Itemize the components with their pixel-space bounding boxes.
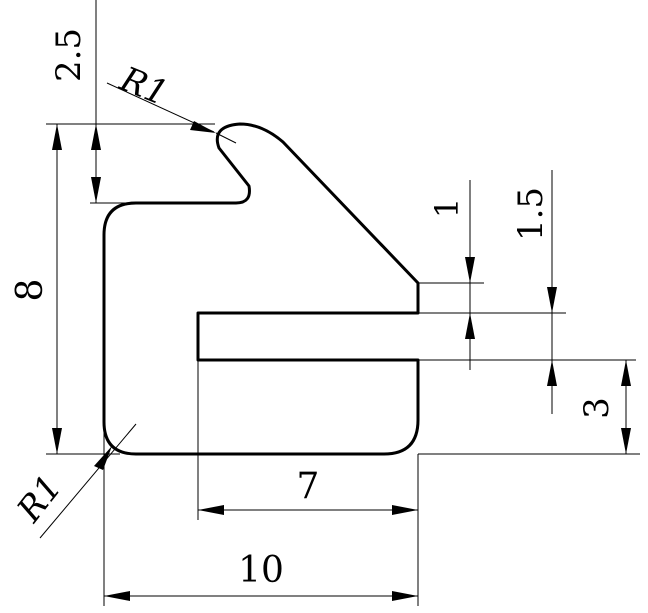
dim-top-gap: 2.5: [49, 0, 136, 204]
dim-radius-top: R1: [106, 59, 237, 144]
dim-slot-bottom: 3: [418, 360, 640, 455]
dim-total-height: 8: [10, 123, 215, 455]
dim-slot-depth: 7: [197, 360, 419, 606]
dim-total-width: 10: [103, 430, 418, 606]
label-slot-depth: 7: [297, 466, 320, 507]
dim-radius-bottom: R1: [9, 423, 137, 539]
label-total-height: 8: [10, 279, 51, 302]
dim-slot-width: 1.5: [418, 170, 636, 414]
label-slot-width: 1.5: [511, 187, 551, 241]
label-total-width: 10: [238, 550, 284, 591]
profile-outline: [102, 122, 420, 456]
dim-slot-offset: 1: [418, 180, 566, 370]
label-slot-offset: 1: [428, 198, 466, 218]
label-top-gap: 2.5: [49, 28, 89, 82]
label-radius-top: R1: [114, 59, 174, 114]
label-slot-bottom: 3: [577, 397, 617, 419]
label-radius-bottom: R1: [9, 468, 70, 531]
